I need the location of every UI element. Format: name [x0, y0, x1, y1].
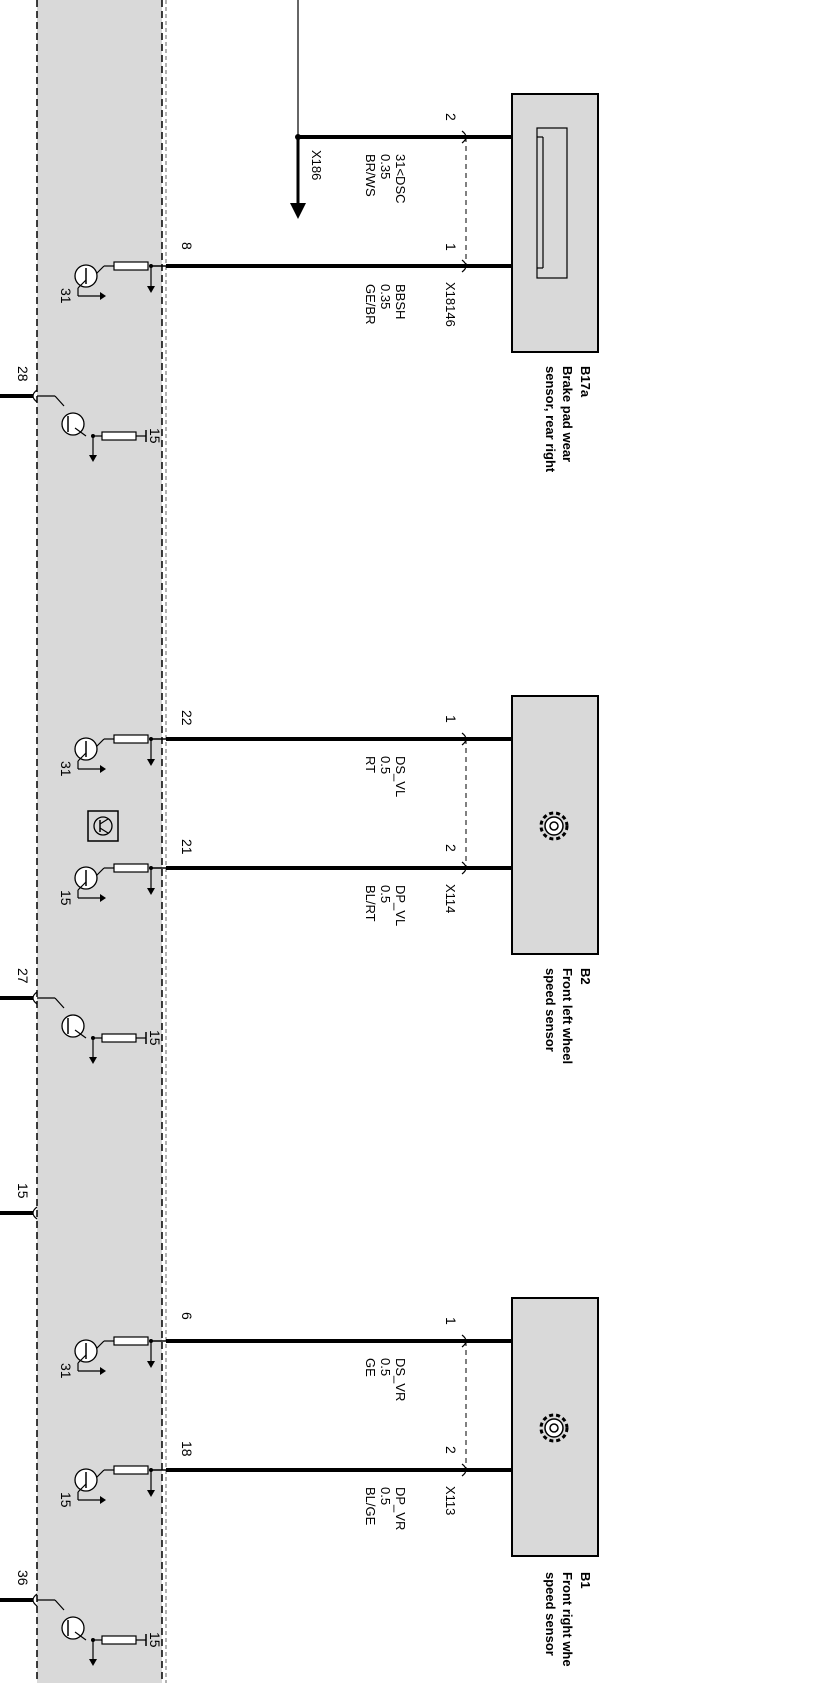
pin-left-27: 27 — [15, 968, 31, 984]
wire-dpvl-signal: DP_VL — [393, 885, 408, 926]
wire-dpvr-color: BL/GE — [363, 1487, 378, 1526]
driver-pin-28 — [37, 395, 147, 462]
wire-bbsh-size: 0.35 — [378, 284, 393, 309]
driver-pin-36 — [37, 1599, 147, 1666]
b17a-desc-line2: sensor, rear right — [543, 366, 558, 473]
gear-icon — [539, 1413, 569, 1443]
connector-x18146: X18146 — [443, 282, 458, 327]
b2-desc-line1: Front left wheel — [560, 968, 575, 1064]
b17a-desc-line1: Brake pad wear — [560, 366, 575, 462]
pin-left-28: 28 — [15, 366, 31, 382]
wire-dsvr-signal: DS_VR — [393, 1358, 408, 1401]
supply-label-27: 15 — [147, 1030, 163, 1046]
pin-ecu-8: 8 — [179, 242, 195, 250]
pin-b2-1: 1 — [443, 715, 459, 723]
b1-id: B1 — [578, 1572, 593, 1589]
pin-left-36: 36 — [15, 1570, 31, 1586]
pin-b17a-2: 2 — [443, 113, 459, 121]
wire-bbsh-color: GE/BR — [363, 284, 378, 324]
b1-desc-line1: Front right whe — [560, 1572, 575, 1667]
supply-label-28: 15 — [147, 428, 163, 444]
pin-ecu-21: 21 — [179, 839, 195, 855]
connector-x113: X113 — [443, 1486, 458, 1515]
wire-dsvl-size: 0.5 — [378, 756, 393, 774]
b1-desc-line2: speed sensor — [543, 1572, 558, 1656]
supply-label-8: 31 — [58, 288, 74, 304]
wire-31dsc-size: 0.35 — [378, 154, 393, 179]
b17a-id: B17a — [578, 366, 593, 398]
pin-b1-1: 1 — [443, 1317, 459, 1325]
b2-desc-line2: speed sensor — [543, 968, 558, 1052]
supply-label-21: 15 — [58, 890, 74, 906]
wire-dpvr-size: 0.5 — [378, 1487, 393, 1505]
wire-dsvl-signal: DS_VL — [393, 756, 408, 797]
supply-label-22: 31 — [58, 761, 74, 777]
wire-dpvl-size: 0.5 — [378, 885, 393, 903]
driver-pin-27 — [37, 997, 147, 1064]
connector-x114: X114 — [443, 884, 458, 913]
b17a-sensor-element — [536, 127, 568, 279]
pin-ecu-6: 6 — [179, 1312, 195, 1320]
pin-left-15: 15 — [15, 1183, 31, 1199]
transistor-icon — [87, 810, 119, 842]
connector-x186: X186 — [309, 150, 324, 180]
wire-dpvl-color: BL/RT — [363, 885, 378, 922]
supply-label-36: 15 — [147, 1632, 163, 1648]
supply-label-6: 31 — [58, 1363, 74, 1379]
supply-label-18: 15 — [58, 1492, 74, 1508]
pin-b17a-1: 1 — [443, 243, 459, 251]
pin-b2-2: 2 — [443, 844, 459, 852]
pin-ecu-18: 18 — [179, 1441, 195, 1457]
gear-icon — [539, 811, 569, 841]
wire-dsvr-size: 0.5 — [378, 1358, 393, 1376]
wire-dsvl-color: RT — [363, 756, 378, 773]
pin-ecu-22: 22 — [179, 710, 195, 726]
wire-dpvr-signal: DP_VR — [393, 1487, 408, 1530]
wire-31dsc-color: BR/WS — [363, 154, 378, 197]
component-b17a[interactable] — [511, 93, 599, 353]
arrow-down-icon — [290, 203, 306, 219]
wire-bbsh-signal: BBSH — [393, 284, 408, 319]
b2-id: B2 — [578, 968, 593, 985]
pin-b1-2: 2 — [443, 1446, 459, 1454]
wire-dsvr-color: GE — [363, 1358, 378, 1377]
wire-31dsc-signal: 31<DSC — [393, 154, 408, 204]
